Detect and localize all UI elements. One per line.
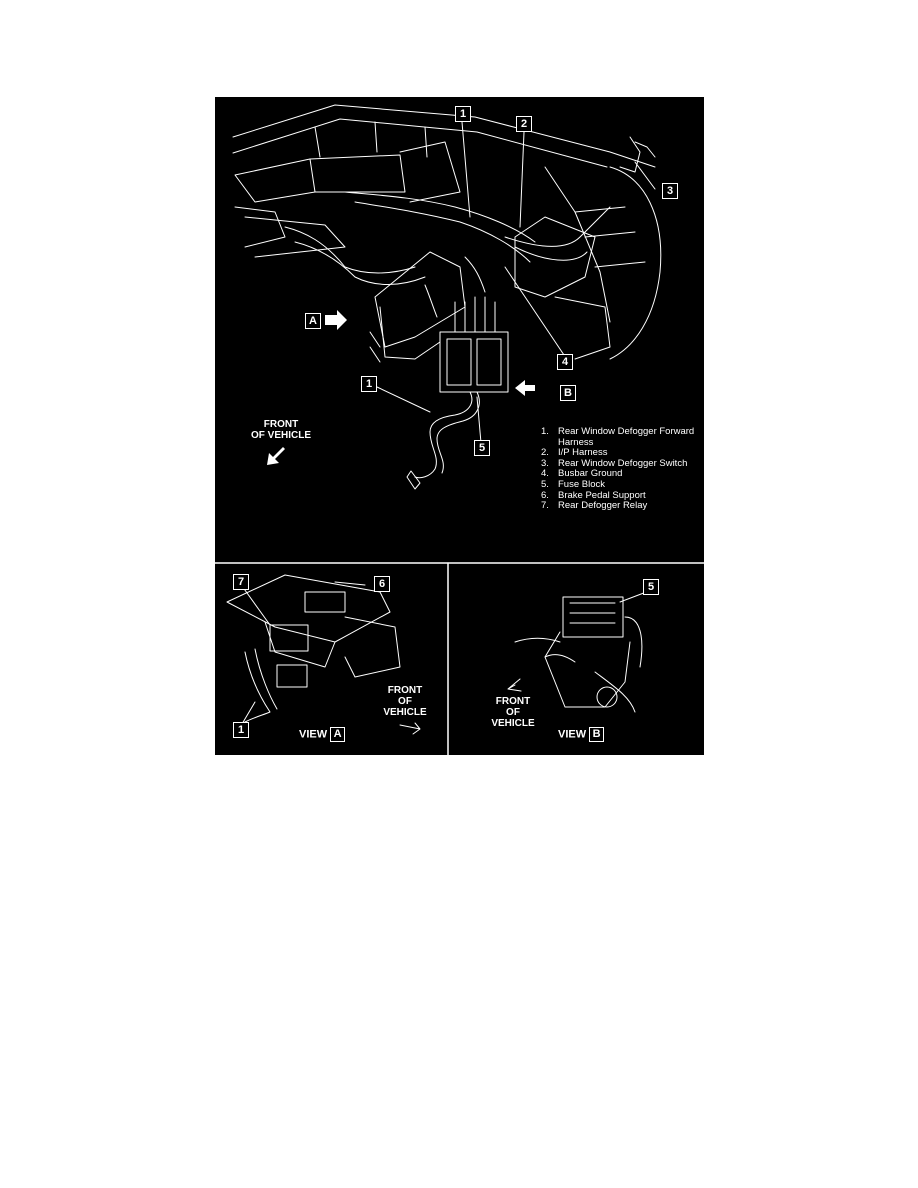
view-a-callout-7: 7 [233, 574, 249, 590]
front-of-vehicle-label-main: FRONT OF VEHICLE [250, 419, 311, 441]
diagram-artwork [215, 104, 704, 755]
view-a-callout-6: 6 [374, 576, 390, 592]
front-of-vehicle-label-view-a: FRONT OF VEHICLE [383, 685, 427, 718]
legend-item: 4.Busbar Ground [541, 468, 623, 480]
front-of-vehicle-label-view-b: FRONT OF VEHICLE [491, 696, 535, 729]
callout-4: 4 [557, 354, 573, 370]
instrument-panel-drawing [232, 104, 662, 490]
legend-item: 2.I/P Harness [541, 447, 608, 459]
view-a-callout-1: 1 [233, 722, 249, 738]
view-b-drawing [507, 590, 650, 713]
callout-1-top: 1 [455, 106, 471, 122]
view-marker-b: B [560, 385, 576, 401]
wiring-diagram: 1 2 3 4 5 1 A B FRONT OF VEHICLE 1.Rear … [215, 97, 704, 755]
arrow-icons [267, 310, 535, 465]
parts-legend: 1.Rear Window Defogger Forward Harness 2… [541, 426, 701, 512]
view-a-arrow-icon [325, 310, 347, 330]
legend-item: 1.Rear Window Defogger Forward Harness [541, 426, 695, 448]
legend-item: 5.Fuse Block [541, 478, 605, 490]
callout-5: 5 [474, 440, 490, 456]
legend-item: 6.Brake Pedal Support [541, 489, 646, 501]
front-main-arrow-icon [267, 447, 285, 465]
callout-3: 3 [662, 183, 678, 199]
view-marker-a: A [305, 313, 321, 329]
legend-item: 3.Rear Window Defogger Switch [541, 457, 688, 469]
view-b-arrow-icon [515, 380, 535, 396]
view-a-drawing [226, 574, 421, 735]
main-leader-lines [376, 121, 656, 444]
view-b-callout-5: 5 [643, 579, 659, 595]
callout-1-left: 1 [361, 376, 377, 392]
callout-2: 2 [516, 116, 532, 132]
legend-item: 7.Rear Defogger Relay [541, 500, 648, 512]
